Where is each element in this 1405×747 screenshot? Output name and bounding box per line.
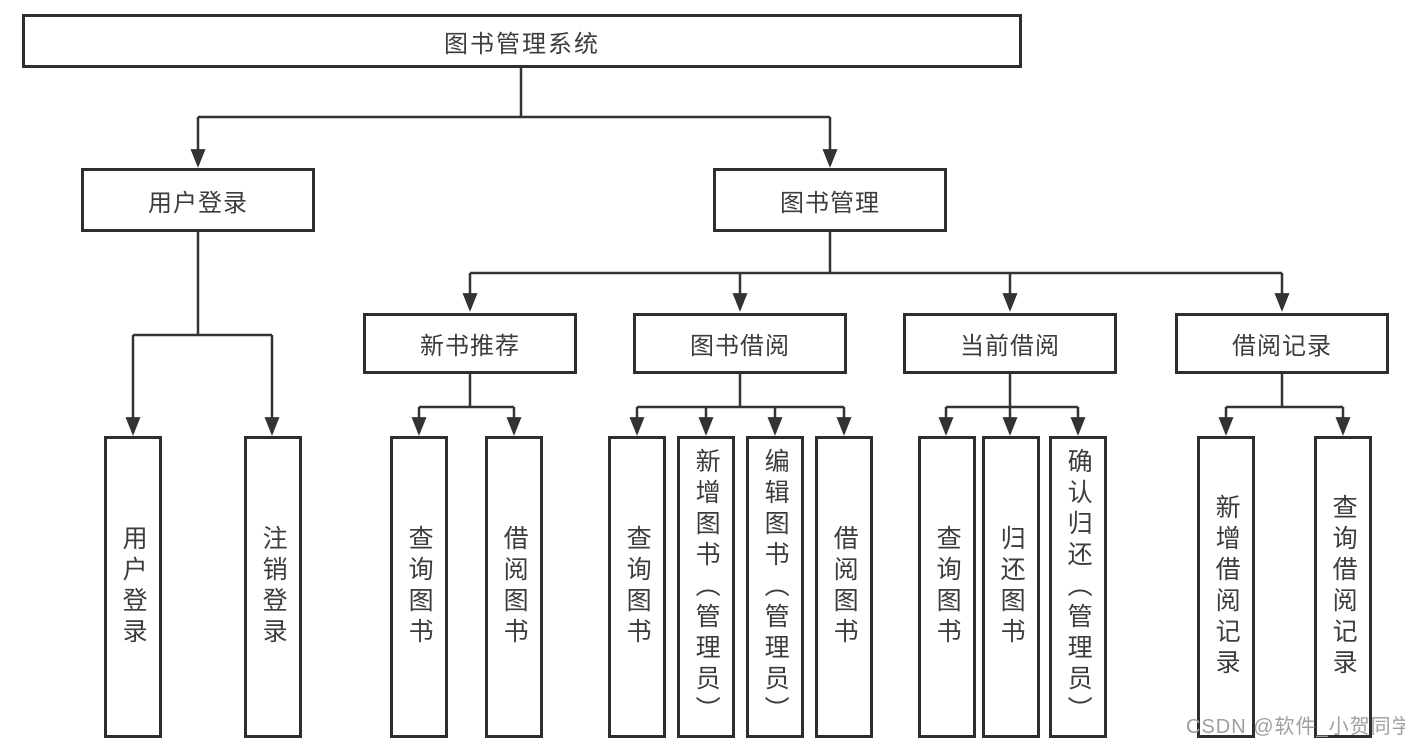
leaf-query-books-1: 查询图书 [390, 436, 448, 738]
node-root-label: 图书管理系统 [444, 30, 600, 58]
leaf-user-login-label: 用户登录 [119, 525, 148, 649]
leaf-user-login: 用户登录 [104, 436, 162, 738]
leaf-add-book-admin: 新增图书（管理员） [677, 436, 735, 738]
node-borrowing-records-label: 借阅记录 [1232, 333, 1332, 360]
node-current-borrowing: 当前借阅 [903, 313, 1117, 374]
leaf-borrow-books-2: 借阅图书 [815, 436, 873, 738]
leaf-add-book-admin-label: 新增图书（管理员） [692, 447, 721, 727]
leaf-borrow-books-1: 借阅图书 [485, 436, 543, 738]
leaf-logout-label: 注销登录 [259, 525, 288, 649]
leaf-edit-book-admin-label: 编辑图书（管理员） [761, 447, 790, 727]
node-root: 图书管理系统 [22, 14, 1022, 68]
node-borrowing-records: 借阅记录 [1175, 313, 1389, 374]
node-book-management-label: 图书管理 [780, 189, 880, 217]
leaf-edit-book-admin: 编辑图书（管理员） [746, 436, 804, 738]
node-user-login-label: 用户登录 [148, 189, 248, 217]
leaf-query-books-1-label: 查询图书 [405, 525, 434, 649]
leaf-return-book: 归还图书 [982, 436, 1040, 738]
leaf-query-borrow-record-label: 查询借阅记录 [1329, 494, 1358, 680]
node-user-login: 用户登录 [81, 168, 315, 232]
leaf-query-books-2: 查询图书 [608, 436, 666, 738]
leaf-borrow-books-2-label: 借阅图书 [830, 525, 859, 649]
leaf-confirm-return-admin-label: 确认归还（管理员） [1064, 447, 1093, 727]
leaf-query-borrow-record: 查询借阅记录 [1314, 436, 1372, 738]
leaf-borrow-books-1-label: 借阅图书 [500, 525, 529, 649]
node-book-borrowing-label: 图书借阅 [690, 333, 790, 360]
leaf-query-books-2-label: 查询图书 [623, 525, 652, 649]
leaf-logout: 注销登录 [244, 436, 302, 738]
node-book-management: 图书管理 [713, 168, 947, 232]
leaf-query-books-3: 查询图书 [918, 436, 976, 738]
leaf-query-books-3-label: 查询图书 [933, 525, 962, 649]
leaf-confirm-return-admin: 确认归还（管理员） [1049, 436, 1107, 738]
leaf-add-borrow-record-label: 新增借阅记录 [1212, 494, 1241, 680]
leaf-return-book-label: 归还图书 [997, 525, 1026, 649]
leaf-add-borrow-record: 新增借阅记录 [1197, 436, 1255, 738]
node-current-borrowing-label: 当前借阅 [960, 333, 1060, 360]
node-new-book-recommendation-label: 新书推荐 [420, 333, 520, 360]
watermark: CSDN @软件_小贺同学 [1186, 716, 1405, 738]
node-new-book-recommendation: 新书推荐 [363, 313, 577, 374]
node-book-borrowing: 图书借阅 [633, 313, 847, 374]
